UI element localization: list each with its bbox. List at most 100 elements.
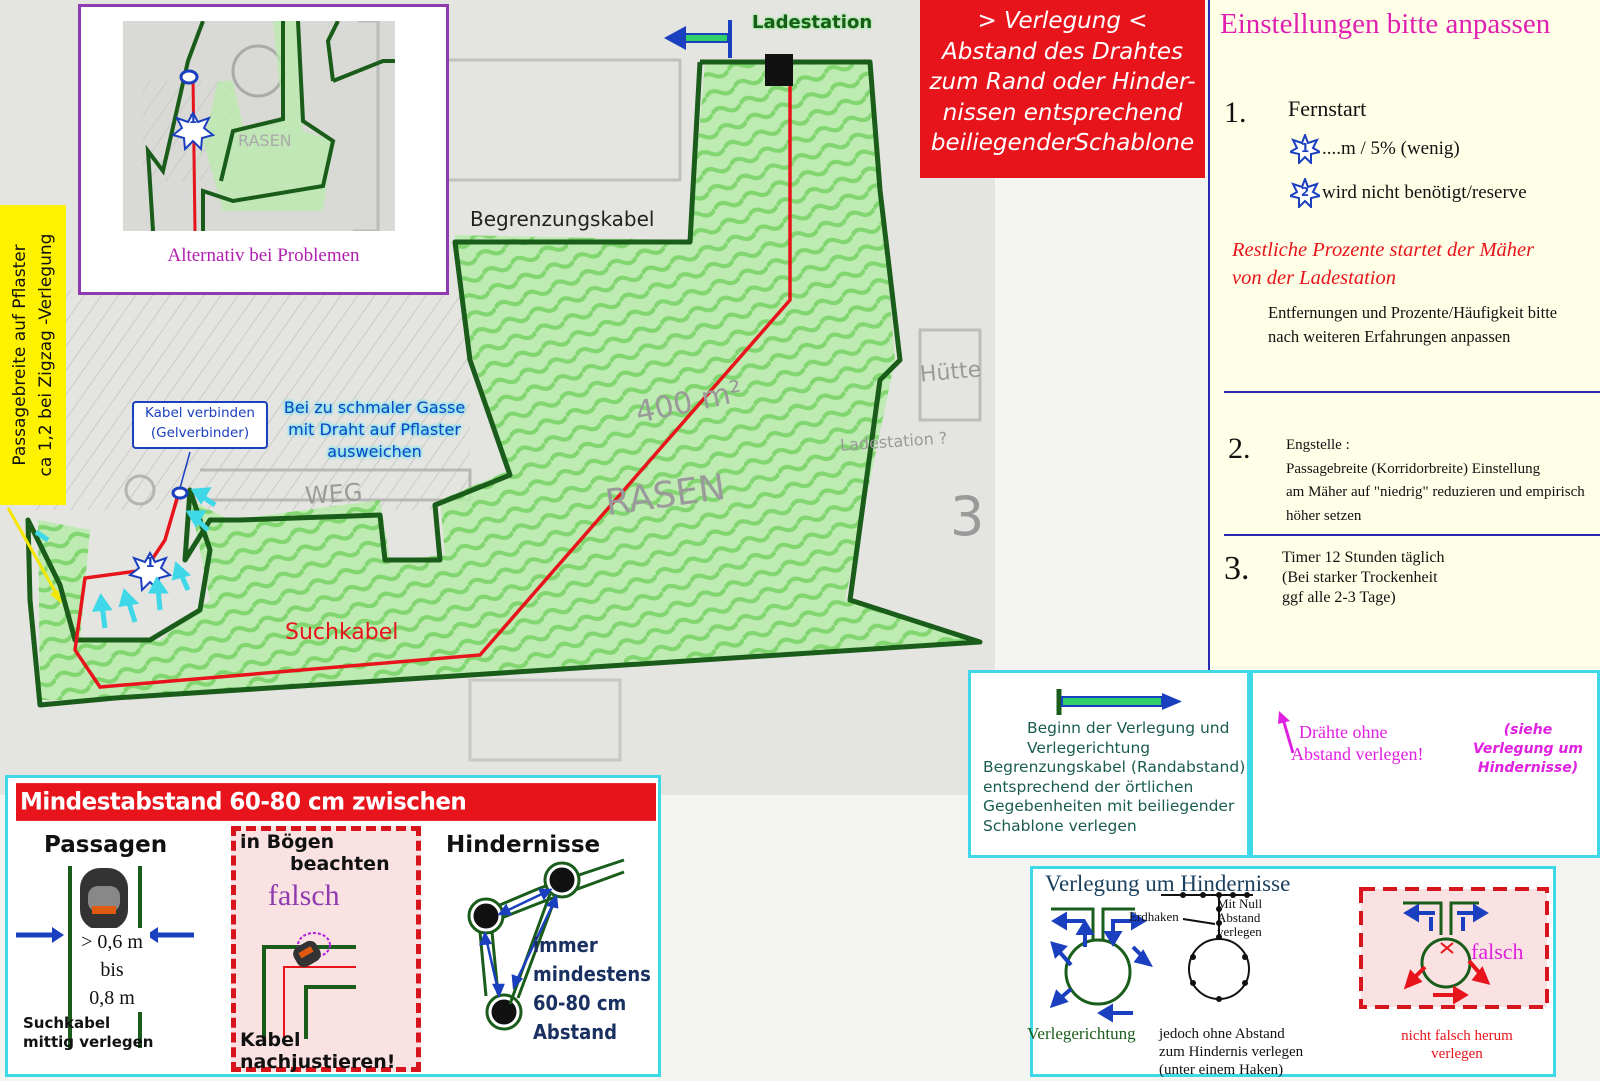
remaining-percent-line-2: von der Ladestation (1232, 267, 1396, 289)
section-3-text: Timer 12 Stunden täglich (Bei starker Tr… (1282, 548, 1445, 608)
star-1-number: 1 (1300, 141, 1310, 155)
narrow-passage-arrows (34, 487, 217, 629)
laying-instruction-box: > Verlegung < Abstand des Drahtes zum Ra… (920, 0, 1205, 178)
legend-start-line-3: Begrenzungskabel (Randabstand) (983, 758, 1246, 776)
boundary-cable-path (25, 59, 983, 708)
always-line-4: Abstand (533, 1020, 617, 1044)
not-wrong-way-line-2: verlegen (1431, 1046, 1483, 1062)
lawn-area (38, 62, 975, 700)
zero-gap-label: Mit Null Abstand verlegen (1217, 897, 1262, 939)
curves-wrong-label: falsch (268, 879, 340, 912)
zero-gap-line-3: verlegen (1217, 924, 1262, 939)
search-cable-path (73, 72, 792, 689)
kabel-verbinden-label: Kabel verbinden (145, 405, 255, 421)
section-3-line-3: ggf alle 2-3 Tage) (1282, 589, 1396, 606)
legend-start-line-4: entsprechend der örtlichen (983, 777, 1194, 796)
passagen-heading: Passagen (44, 832, 168, 858)
house-hatching (30, 290, 470, 510)
search-cable-line-1: Suchkabel (23, 1014, 111, 1032)
legend-start-text: Beginn der Verlegung und Verlegerichtung… (983, 719, 1245, 836)
legend-start-line-1: Beginn der Verlegung und (1027, 719, 1230, 737)
magenta-arrow-icon (1278, 711, 1295, 754)
see-obstacles-line-1: (siehe Verlegung um (1473, 722, 1583, 757)
passage-width-min: > 0,6 m (81, 931, 143, 953)
experience-note-line-2: nach weiteren Erfahrungen anpassen (1268, 327, 1511, 346)
always-line-2: mindestens (533, 962, 651, 986)
obstacles-panel: Verlegung um Hindernisse (1027, 866, 1556, 1079)
experience-note: Entfernungen und Prozente/Häufigkeit bit… (1268, 301, 1557, 349)
sketch-three-text: 3 (950, 485, 985, 548)
star-marker-1 (127, 550, 173, 593)
adjust-cable-line-1: Kabel (240, 1029, 301, 1051)
no-gap-line-1: jedoch ohne Abstand (1159, 1026, 1285, 1042)
see-obstacles-line-2: Hindernisse) (1477, 760, 1579, 776)
gelverbinder-label: (Gelverbinder) (150, 425, 250, 441)
section-3-number: 3. (1224, 550, 1250, 587)
label-suchkabel: Suchkabel (285, 620, 399, 645)
wires-no-gap-line-1: Drähte ohne (1299, 722, 1388, 742)
zero-gap-line-1: Mit Null (1217, 896, 1263, 911)
no-gap-line-2: zum Hindernis verlegen (1159, 1044, 1304, 1060)
start-arrow-icon (1056, 689, 1182, 715)
section-2-line-4: höher setzen (1286, 507, 1362, 524)
not-wrong-way-line-1: nicht falsch herum (1401, 1028, 1513, 1044)
minimum-distance-title: Mindestabstand 60-80 cm zwischen Begrenz… (16, 783, 656, 853)
passage-width-bis: bis (100, 959, 124, 981)
legend-start-line-6: Schablone verlegen (983, 816, 1137, 835)
passage-width-values: > 0,6 m bis 0,8 m (74, 928, 150, 1012)
inset-rasen-text: RASEN (238, 131, 292, 150)
no-gap-note: jedoch ohne Abstand zum Hindernis verleg… (1159, 1025, 1303, 1079)
sketch-weg-text: WEG (304, 478, 364, 510)
obstacles-distance-svg (467, 858, 625, 1031)
charging-station-marker (765, 54, 793, 86)
narrow-alley-line-1: Bei zu schmaler Gasse (283, 398, 466, 417)
inset-star-marker (170, 110, 216, 152)
see-obstacles-note: (siehe Verlegung um Hindernisse) (1463, 721, 1593, 778)
passage-width-max: 0,8 m (89, 987, 135, 1009)
erdhaken-label: Erdhaken (1129, 909, 1179, 924)
curves-line-2: beachten (290, 853, 390, 875)
curves-diagram-svg (262, 932, 356, 1039)
always-line-1: immer (533, 933, 598, 957)
section-2-line-1: Engstelle : (1286, 437, 1350, 453)
not-wrong-way-note: nicht falsch herum verlegen (1367, 1027, 1547, 1063)
legend-wires-box: Drähte ohne Abstand verlegen! (siehe Ver… (1250, 670, 1600, 858)
curves-line-1: in Bögen (240, 831, 335, 853)
adjust-cable-line-2: nachjustieren! (240, 1051, 396, 1073)
section-3-line-2: (Bei starker Trockenheit (1282, 569, 1438, 586)
legend-start-line-5: Gegebenheiten mit beiliegender (983, 797, 1235, 815)
obstacles-title: Verlegung um Hindernisse (1045, 871, 1291, 896)
label-ladestation: Ladestation (752, 12, 873, 33)
minimum-distance-panel: Mindestabstand 60-80 cm zwischen Begrenz… (5, 775, 661, 1077)
passage-width-line-1: Passagebreite auf Pflaster (10, 244, 30, 466)
section-divider-2 (1224, 534, 1600, 536)
adjust-cable-note: Kabel nachjustieren! (240, 1029, 395, 1073)
narrow-alley-line-3: ausweichen (327, 442, 422, 461)
star-marker-1-label: 1 (145, 556, 155, 571)
narrow-alley-note: Bei zu schmaler Gasse mit Draht auf Pfla… (272, 397, 477, 463)
gel-connector-marker (171, 486, 189, 500)
curves-heading: in Bögen beachten (240, 831, 390, 875)
label-begrenzungskabel: Begrenzungskabel (470, 207, 655, 231)
zero-gap-line-2: Abstand (1217, 910, 1261, 925)
kabel-verbinden-callout: Kabel verbinden (Gelverbinder) (132, 401, 268, 449)
wires-no-gap-text: Drähte ohne Abstand verlegen! (1291, 721, 1423, 765)
section-3-line-1: Timer 12 Stunden täglich (1282, 549, 1445, 566)
inset-alternative: RASEN 1 Alternativ bei Problemen (78, 4, 449, 295)
remaining-percent-note: Restliche Prozente startet der Mäher von… (1232, 236, 1534, 292)
experience-note-line-1: Entfernungen und Prozente/Häufigkeit bit… (1268, 303, 1558, 322)
laying-start-arrow (664, 20, 732, 58)
laying-direction-label: Verlegerichtung (1027, 1024, 1136, 1043)
section-divider-1 (1224, 391, 1600, 393)
section-1-number: 1. (1224, 96, 1247, 129)
obstacles-heading: Hindernisse (446, 832, 601, 858)
passage-width-note: Passagebreite auf Pflaster ca 1,2 bei Zi… (0, 205, 66, 505)
search-cable-line-2: mittig verlegen (23, 1033, 154, 1051)
wires-no-gap-line-2: Abstand verlegen! (1291, 744, 1424, 764)
no-gap-line-3: (unter einem Haken) (1159, 1062, 1284, 1078)
star-2-icon: 2 (1287, 176, 1323, 210)
star-1-icon: 1 (1287, 132, 1323, 166)
section-2-line-2: Passagebreite (Korridorbreite) Einstellu… (1286, 460, 1541, 477)
narrow-alley-line-2: mit Draht auf Pflaster (288, 420, 461, 439)
fernstart-heading: Fernstart (1288, 96, 1367, 121)
